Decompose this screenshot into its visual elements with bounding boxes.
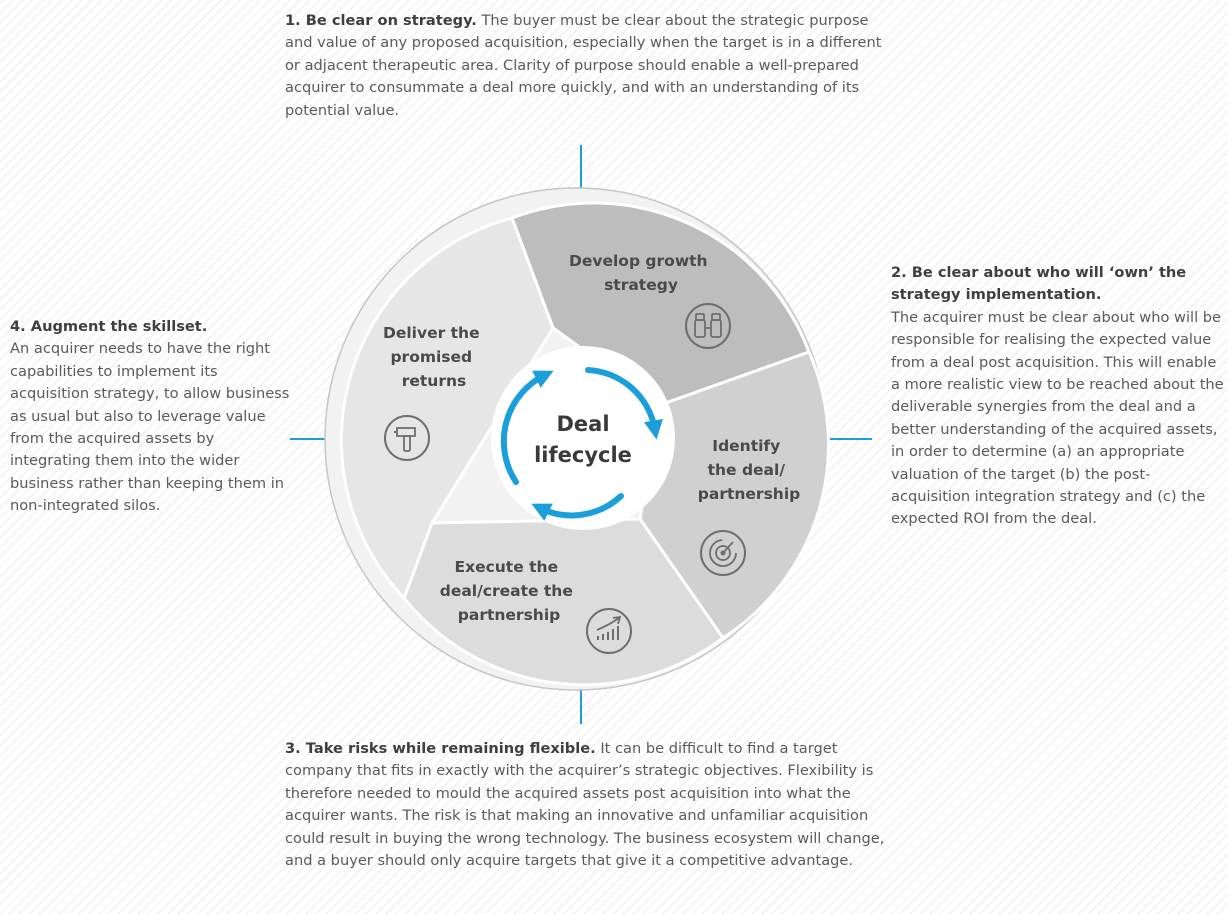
center-label-line2: lifecycle <box>534 443 632 467</box>
segment-develop-growth-strategy <box>510 201 811 407</box>
segment-label-deliver-returns: Deliver the promised returns <box>383 324 485 390</box>
binoculars-icon <box>685 303 731 349</box>
segment-deliver-returns <box>339 216 555 601</box>
segment-label-execute-deal: Execute the deal/create the partnership <box>440 558 579 624</box>
cycle-arrow-left <box>500 370 554 485</box>
hammer-icon <box>384 415 430 461</box>
segment-label-develop-growth-strategy: Develop growth strategy <box>569 252 713 294</box>
growth-chart-icon <box>586 608 632 654</box>
cycle-arrow-right <box>585 367 663 440</box>
note-risks-body: It can be difficult to find a target com… <box>285 740 885 870</box>
cycle-arrows <box>500 367 663 521</box>
note-strategy-body: The buyer must be clear about the strate… <box>285 12 882 119</box>
segment-identify-deal <box>638 350 830 641</box>
note-strategy: 1. Be clear on strategy. The buyer must … <box>285 10 895 122</box>
cycle-arrow-bottom <box>531 493 624 521</box>
note-ownership-body: The acquirer must be clear about who wil… <box>891 308 1224 528</box>
center-circle <box>491 346 675 530</box>
radar-icon <box>700 530 746 576</box>
note-strategy-heading: 1. Be clear on strategy. <box>285 12 477 29</box>
center-label-line1: Deal <box>556 412 609 436</box>
segment-execute-deal <box>402 517 726 687</box>
note-skillset: 4. Augment the skillset. An acquirer nee… <box>10 316 290 518</box>
lifecycle-segments <box>339 201 830 687</box>
note-ownership-heading: 2. Be clear about who will ‘own’ the str… <box>891 264 1187 304</box>
note-ownership: 2. Be clear about who will ‘own’ the str… <box>891 262 1228 531</box>
note-risks: 3. Take risks while remaining flexible. … <box>285 738 905 872</box>
note-skillset-heading: 4. Augment the skillset. <box>10 318 208 335</box>
note-skillset-body: An acquirer needs to have the right capa… <box>10 340 290 515</box>
note-risks-heading: 3. Take risks while remaining flexible. <box>285 740 596 757</box>
segment-label-identify-deal: Identify the deal/ partnership <box>698 437 800 503</box>
